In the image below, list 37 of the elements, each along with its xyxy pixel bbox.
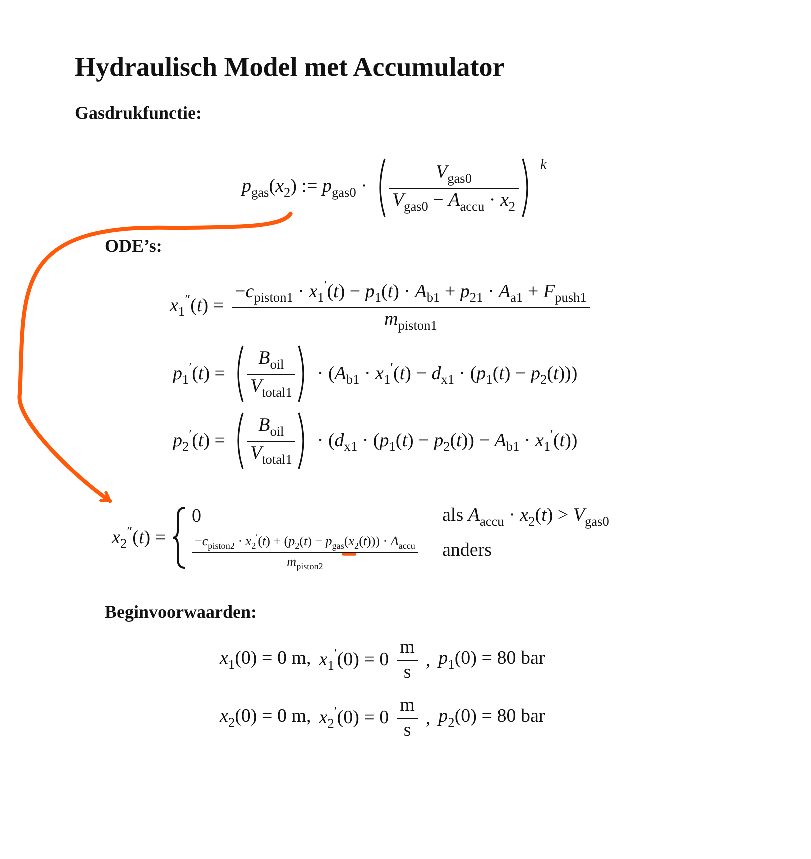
formula-text: 0 [192,506,202,528]
fraction-denominator: m$_{piston1}$ [383,308,438,334]
condition-text: anders [442,540,492,561]
fraction-denominator: s [402,719,412,742]
fraction-numerator: V$_{gas0}$ [389,162,519,188]
formula-text: x$_{1}$$^{″}$(t) = [170,292,224,320]
formula-text: x$_{1}$(0) = 0 m, [220,648,312,673]
formula-text: , [426,708,431,730]
page-title: Hydraulisch Model met Accumulator [75,52,505,83]
formula-text: x$_{2}$(0) = 0 m, [220,706,312,731]
formula-text: p$_{gas}$(x$_{2}$) := p$_{gas0}$ · [242,176,368,200]
formula-text: x$_{2}$$^{′}$(0) = 0 [319,704,390,733]
formula-text: , [426,650,431,672]
section-heading: Gasdrukfunctie: [75,103,202,124]
fraction-denominator: V$_{total1}$ [249,442,294,468]
fraction-denominator: m$_{piston2}$ [286,553,324,572]
fraction-denominator: V$_{gas0}$ − A$_{accu}$ · x$_{2}$ [391,188,517,214]
fraction-numerator: −c$_{piston1}$ · x$_{1}$$^{′}$(t) − p$_{1}$(t) · A$_{b1}$ + p$_{21}$ · A$_{a1}$ + F$_{push1}$ [232,278,590,308]
section-heading: Beginvoorwaarden: [105,602,257,623]
fraction-numerator: m [397,637,418,661]
formula-text: p$_{2}$$^{′}$(t) = [173,426,226,456]
formula-text: · (d$_{x1}$ · (p$_{1}$(t) − p$_{2}$(t)) − A$_{b1}$ · x$_{1}$$^{′}$(t)) [317,426,578,456]
fraction-numerator: B$_{oil}$ [247,348,296,374]
formula-text: x$_{2}$$^{″}$(t) = [112,524,166,553]
fraction-numerator: m [397,695,418,719]
formula-text: · (A$_{b1}$ · x$_{1}$$^{′}$(t) − d$_{x1}$ · (p$_{1}$(t) − p$_{2}$(t))) [317,360,578,388]
formula-text: p$_{1}$$^{′}$(t) = [173,360,226,388]
fraction-denominator: V$_{total1}$ [249,374,294,400]
formula-text: p$_{1}$(0) = 80 bar [438,648,546,673]
fraction-numerator: B$_{oil}$ [247,414,296,442]
exponent: k [540,158,547,174]
formula-text: p$_{2}$(0) = 80 bar [438,706,546,731]
fraction-denominator: s [402,661,412,684]
fraction-numerator: −c$_{piston2}$ · x$_{2}$$^{′}$(t) + (p$_{2}$(t) − p$_{gas}$(x$_{2}$(t))) · A$_{accu}$ [192,532,418,554]
hand-drawn-arrow [18,212,293,503]
formula-text: x$_{1}$$^{′}$(0) = 0 [319,646,390,675]
section-heading: ODE’s: [105,236,162,257]
